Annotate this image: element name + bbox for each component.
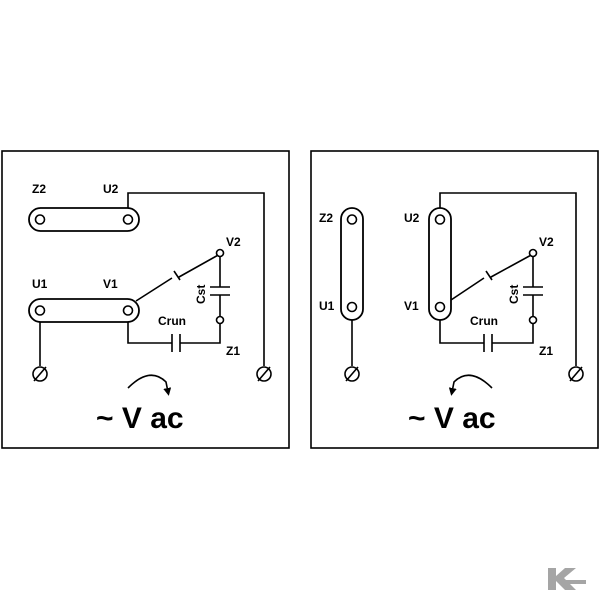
rotation-arrow-counter-clockwise — [448, 374, 493, 396]
label-z1: Z1 — [539, 344, 553, 358]
panel-single-phase-wiring-left: Z2 U2 U1 V1 V2 Z1 Cst Crun ~ V ac — [1, 150, 290, 449]
link-bar-z2-u2 — [28, 207, 140, 232]
label-crun: Crun — [470, 314, 498, 328]
label-u2: U2 — [404, 211, 420, 225]
label-z2: Z2 — [319, 211, 333, 225]
wire-crun-branch — [439, 320, 534, 352]
terminal-u2 — [434, 214, 446, 225]
supply-terminal-right — [256, 366, 272, 382]
wire-crun-branch — [127, 322, 221, 352]
centrifugal-switch — [450, 253, 534, 301]
terminal-z1 — [528, 315, 538, 325]
panel-frame — [310, 150, 599, 449]
terminal-z2 — [34, 214, 46, 225]
terminal-v2 — [528, 248, 538, 258]
label-z1: Z1 — [226, 344, 240, 358]
label-u1: U1 — [32, 277, 48, 291]
label-z2: Z2 — [32, 182, 46, 196]
terminal-v1 — [122, 305, 134, 316]
terminal-v1 — [434, 301, 446, 313]
panel-single-phase-wiring-right: Z2 U2 U1 V1 V2 Z1 Cst Crun ~ V ac — [310, 150, 599, 449]
label-u1: U1 — [319, 299, 335, 313]
terminal-z2 — [346, 214, 358, 225]
supply-voltage-label: ~ V ac — [408, 402, 496, 435]
label-crun: Crun — [158, 314, 186, 328]
supply-voltage-label: ~ V ac — [96, 402, 184, 435]
label-v1: V1 — [103, 277, 118, 291]
link-bar-u1-v1 — [28, 298, 140, 323]
wire-u2-to-supply — [439, 192, 577, 366]
terminal-u1 — [34, 305, 46, 316]
centrifugal-switch — [135, 253, 221, 302]
supply-terminal-left — [32, 366, 48, 382]
panel-frame — [1, 150, 290, 449]
rotation-arrow-clockwise — [127, 374, 172, 396]
brand-logo — [548, 568, 586, 590]
label-cst: Cst — [507, 285, 521, 304]
terminal-z1 — [215, 315, 225, 325]
terminal-v2 — [215, 248, 225, 258]
wire-cst-branch — [523, 254, 543, 318]
label-cst: Cst — [194, 285, 208, 304]
label-v1: V1 — [404, 299, 419, 313]
label-u2: U2 — [103, 182, 119, 196]
supply-terminal-right — [568, 366, 584, 382]
supply-terminal-left — [344, 366, 360, 382]
label-v2: V2 — [226, 235, 241, 249]
terminal-u2 — [122, 214, 134, 225]
terminal-u1 — [346, 301, 358, 313]
wire-u2-to-supply — [127, 192, 265, 366]
label-v2: V2 — [539, 235, 554, 249]
wire-cst-branch — [210, 254, 230, 318]
